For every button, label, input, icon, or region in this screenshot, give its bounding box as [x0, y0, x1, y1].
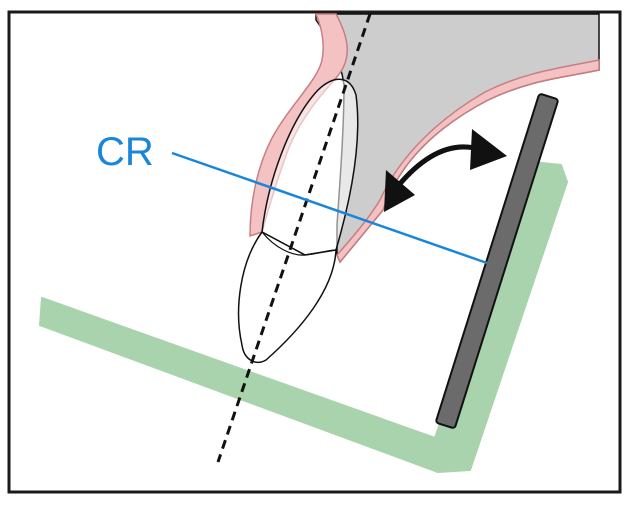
central-ray-line: [171, 151, 488, 265]
cemento-enamel-line: [261, 231, 337, 256]
tooth-root: [261, 78, 359, 256]
angle-arrowhead-lower: [384, 170, 415, 212]
central-ray-label: CR: [96, 130, 154, 174]
image-receptor: [435, 93, 559, 429]
tooth-long-axis: [216, 13, 372, 463]
angle-arrowhead-upper: [470, 129, 507, 170]
palatal-gingiva: [336, 59, 600, 264]
